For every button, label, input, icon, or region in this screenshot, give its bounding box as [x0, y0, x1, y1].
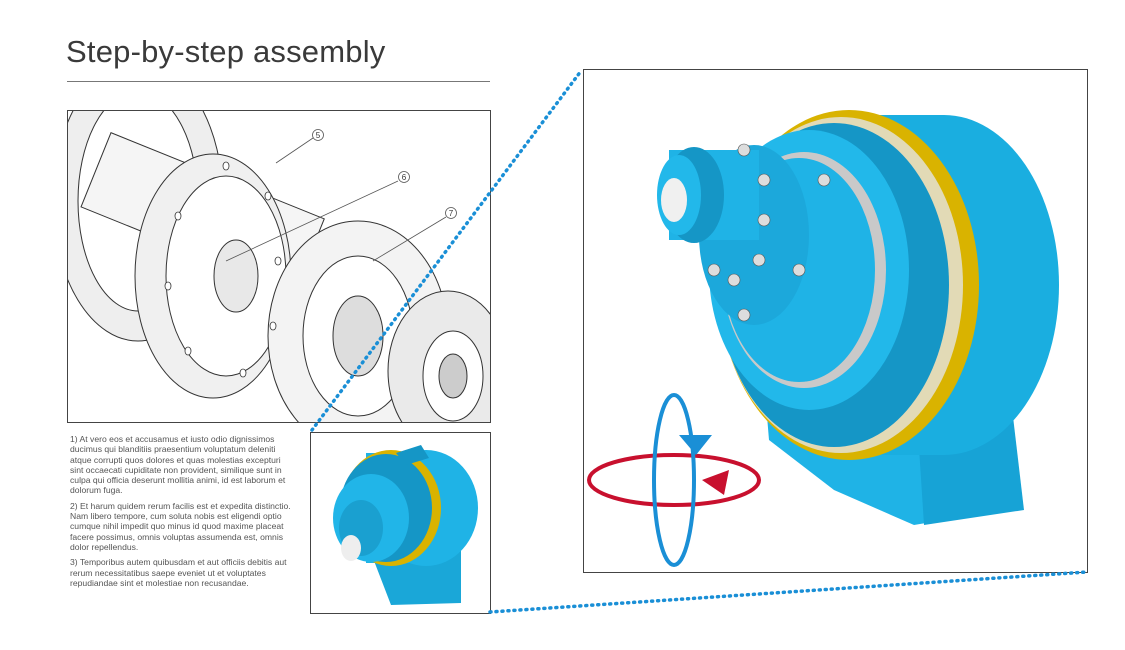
title-divider	[67, 81, 490, 82]
assembly-thumbnail[interactable]	[310, 432, 491, 614]
page-title: Step-by-step assembly	[66, 34, 386, 69]
callout-5: 5	[316, 131, 321, 140]
rotation-arrows-icon	[587, 393, 761, 567]
exploded-view-drawing: 5 6 7	[67, 110, 491, 423]
detail-view	[583, 69, 1088, 573]
callout-6: 6	[402, 173, 407, 182]
assembly-steps: 1) At vero eos et accusamus et iusto odi…	[70, 434, 296, 593]
step-1: 1) At vero eos et accusamus et iusto odi…	[70, 434, 286, 496]
step-3: 3) Temporibus autem quibusdam et aut off…	[70, 557, 287, 588]
callout-7: 7	[449, 209, 454, 218]
step-2: 2) Et harum quidem rerum facilis est et …	[70, 500, 291, 552]
